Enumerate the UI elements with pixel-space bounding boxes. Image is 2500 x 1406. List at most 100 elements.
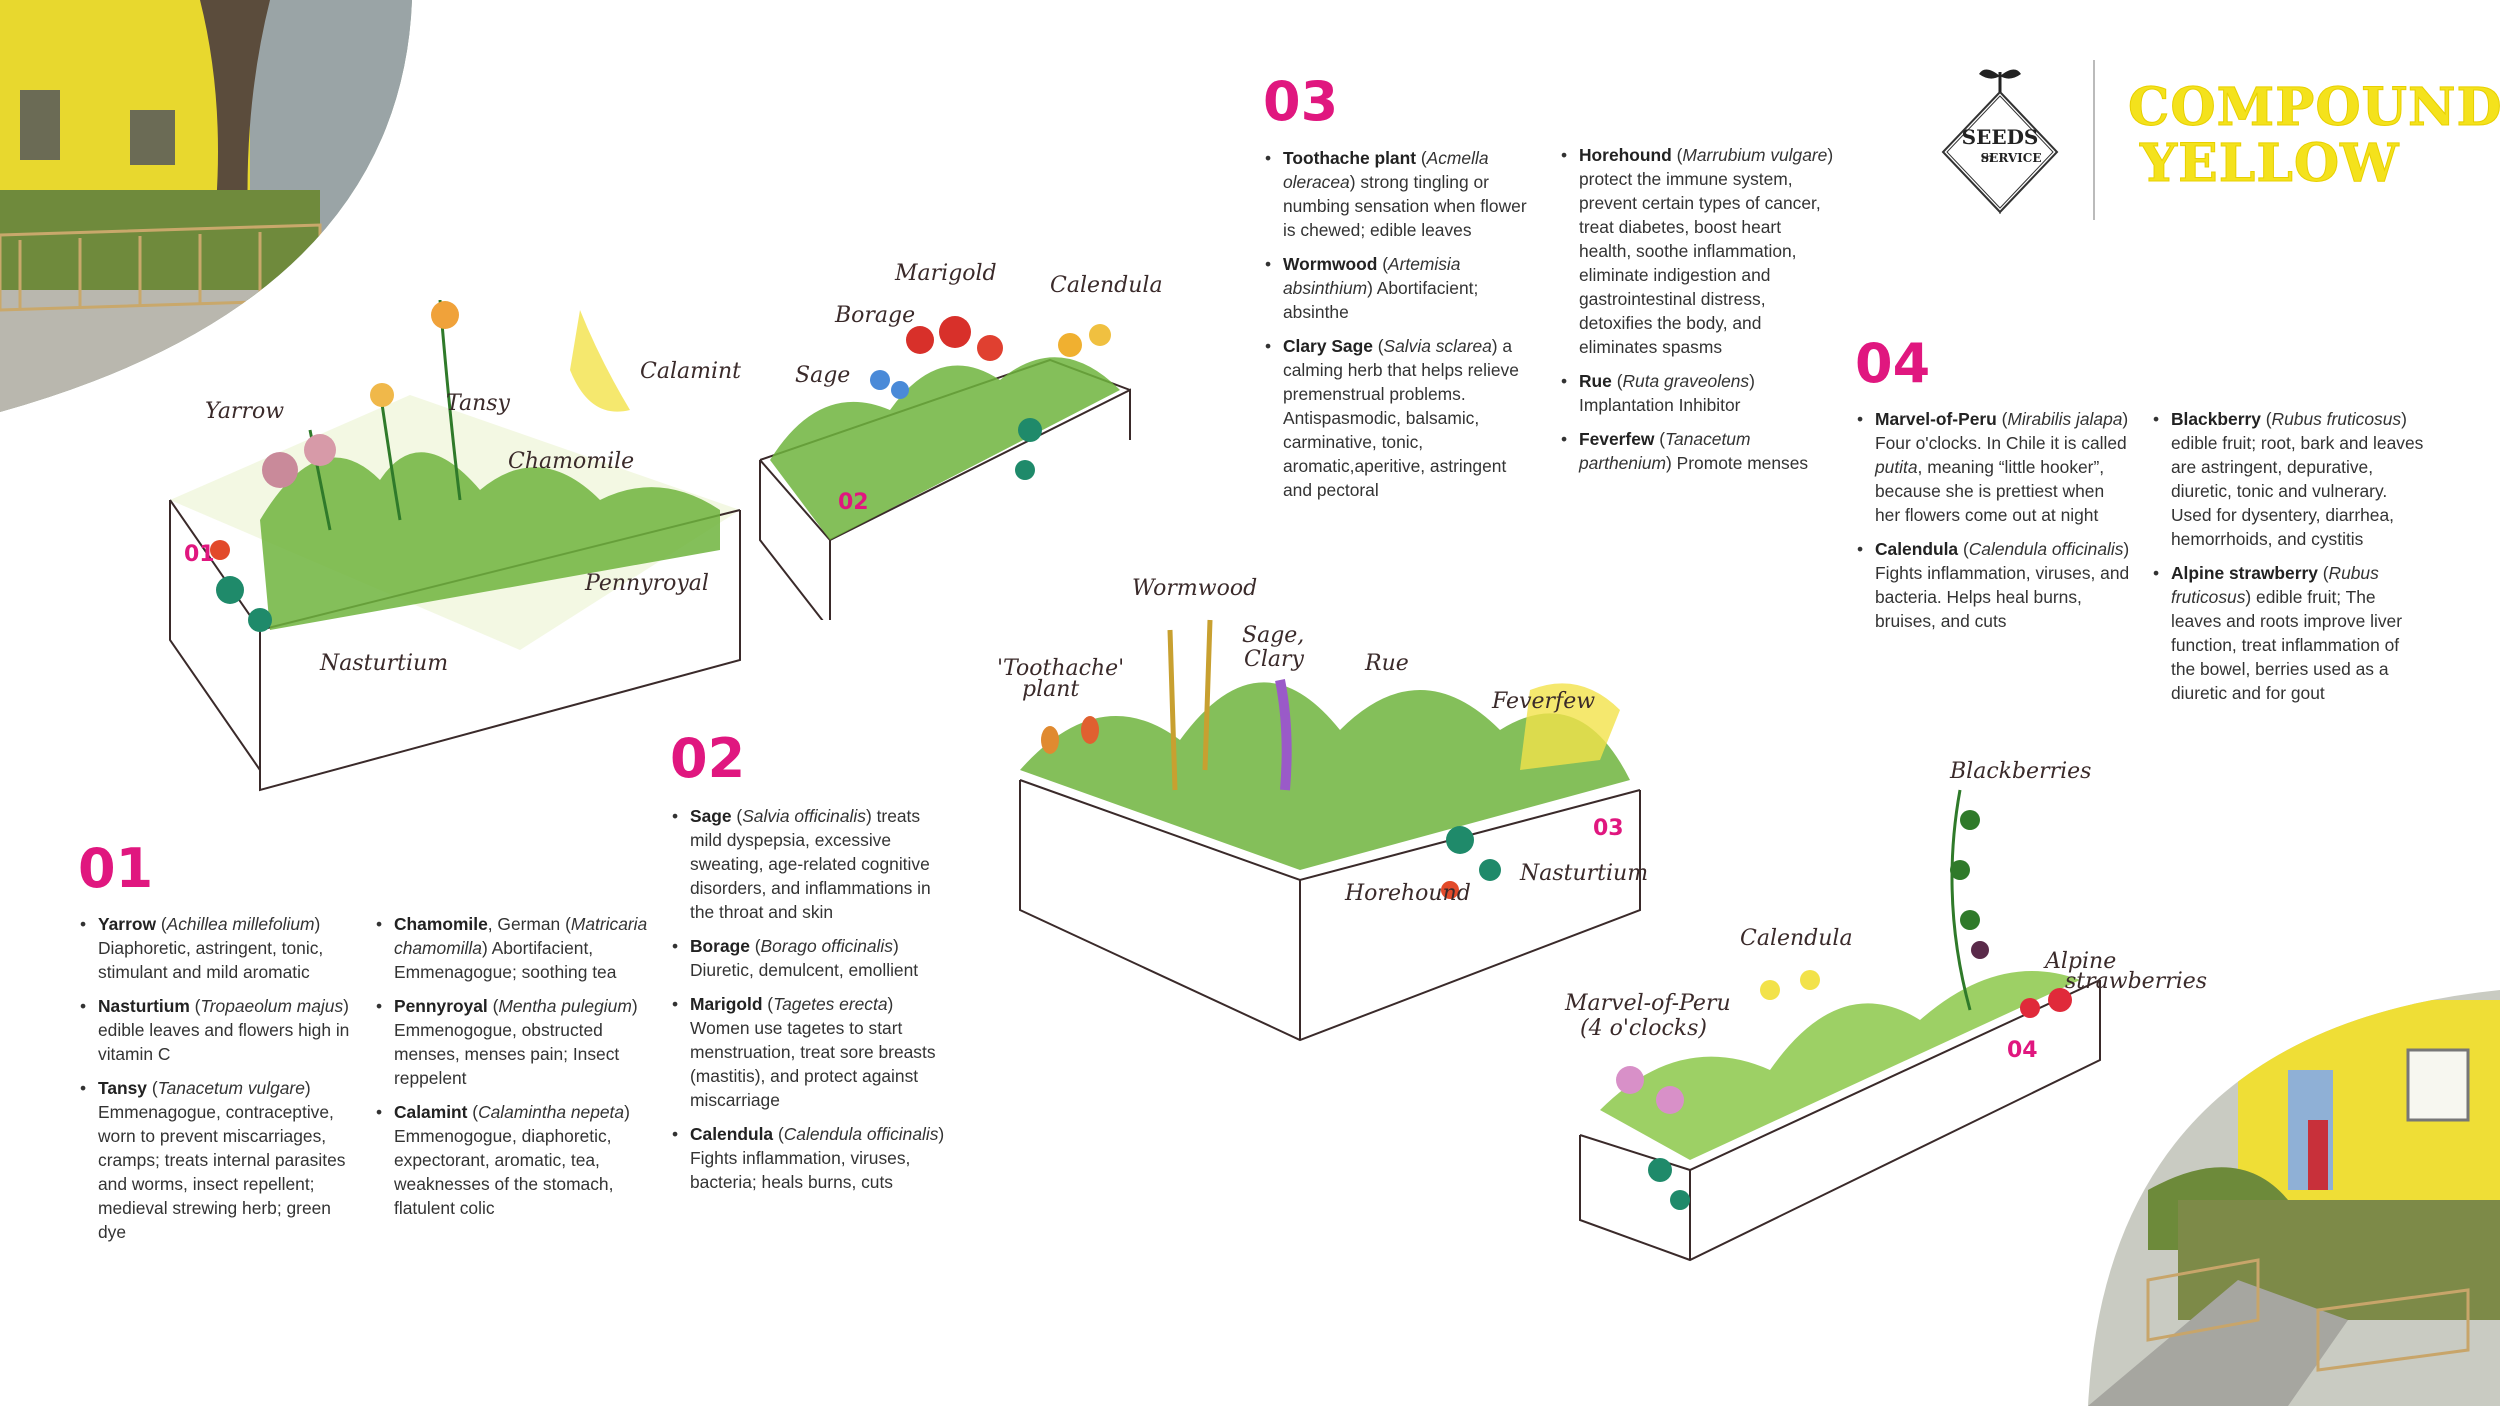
plant-description: edible fruit; The leaves and roots impro… (2171, 587, 2403, 703)
sketch-label-feverfew: Feverfew (1491, 689, 1595, 714)
plant-latin-name: Artemisia absinthium (1283, 254, 1461, 298)
plant-entry: Tansy (Tanacetum vulgare) Emmenagogue, c… (80, 1076, 355, 1244)
plant-entry: Alpine strawberry (Rubus fruticosus) edi… (2153, 561, 2428, 705)
sketch-label-strawberries: strawberries (2065, 969, 2207, 994)
sketch-label-sage-clary-2: Clary (1244, 647, 1305, 672)
plant-punct: ) (1749, 371, 1755, 391)
plant-latin-name: Tanacetum parthenium (1579, 429, 1751, 473)
sketch-label-rue: Rue (1364, 651, 1409, 676)
plant-name: Tansy (98, 1078, 147, 1098)
sketch-label-toothache: 'Toothache' (997, 656, 1124, 681)
plant-latin-name: Rubus fruticosus (2171, 563, 2379, 607)
photo-yellow-house-bottom-image (2088, 990, 2500, 1406)
sketch-label-tansy: Tansy (446, 391, 511, 416)
plant-entry: Clary Sage (Salvia sclarea) a calming he… (1265, 334, 1540, 502)
plant-description: protect the immune system, prevent certa… (1579, 169, 1821, 357)
plant-description: Diaphoretic, astringent, tonic, stimulan… (98, 938, 324, 982)
plant-punct: ) (631, 996, 638, 1016)
plant-description: Implantation Inhibitor (1579, 395, 1741, 415)
plant-list-03-col1: Toothache plant (Acmella oleracea) stron… (1265, 146, 1540, 512)
page-title: COMPOUND YELLOW (2128, 79, 2500, 192)
plant-name: Yarrow (98, 914, 156, 934)
plant-punct: ( (1416, 148, 1427, 168)
plant-latin-name: Tagetes erecta (773, 994, 888, 1014)
plant-name: Calendula (690, 1124, 774, 1144)
plant-punct: ) (2123, 539, 2130, 559)
plant-description: Emmenogogue, obstructed menses, menses p… (394, 1020, 620, 1088)
plant-entry: Calamint (Calamintha nepeta) Emmenogogue… (376, 1100, 651, 1220)
plant-punct: ) (938, 1124, 945, 1144)
section-number-02: 02 (670, 727, 746, 790)
plant-latin-name: Mirabilis jalapa (2007, 409, 2123, 429)
plant-latin-name: Salvia officinalis (742, 806, 866, 826)
plant-description: Four o'clocks. In Chile it is called (1875, 433, 2127, 453)
plant-name: Horehound (1579, 145, 1672, 165)
photo-yellow-house-top (0, 0, 420, 412)
plant-punct: ( (156, 914, 167, 934)
plant-punct: ( (1654, 429, 1666, 449)
plant-punct: ) (1491, 336, 1498, 356)
plant-entry: Blackberry (Rubus fruticosus) edible fru… (2153, 407, 2428, 551)
plant-punct: ) (2401, 409, 2407, 429)
logo-text-seeds: SEEDS (1962, 125, 2039, 149)
logo-diamond-icon: SEEDS in SERVICE (1941, 69, 2059, 214)
plant-punct: ) (1827, 145, 1834, 165)
plant-punct: ) (624, 1102, 630, 1122)
plant-name: Toothache plant (1283, 148, 1417, 168)
plant-latin-name: Calamintha nepeta (478, 1102, 625, 1122)
sketch-label-sage: Sage (795, 363, 850, 388)
plant-latin-name: Ruta graveolens (1622, 371, 1750, 391)
plant-latin-name: Salvia sclarea (1383, 336, 1492, 356)
plant-punct: ) (1367, 278, 1373, 298)
sketch-label-calamint: Calamint (640, 359, 741, 384)
plant-punct: ) (865, 806, 872, 826)
plant-latin-name: Tropaeolum majus (200, 996, 344, 1016)
bed-label-01: 01 (184, 542, 215, 567)
plant-name: Blackberry (2171, 409, 2261, 429)
sketch-bed-02: Sage Borage Marigold Calendula (759, 261, 1163, 620)
plant-name: Pennyroyal (394, 996, 488, 1016)
plant-latin-name: Acmella oleracea (1283, 148, 1489, 192)
sketch-label-alpine: Alpine (2043, 949, 2116, 974)
sketch-label-sage-clary-1: Sage, (1242, 623, 1304, 648)
plant-punct: ( (749, 936, 761, 956)
plant-name: Nasturtium (98, 996, 190, 1016)
sketch-label-toothache-plant: plant (1022, 677, 1079, 702)
plant-entry: Calendula (Calendula officinalis) Fights… (672, 1122, 947, 1194)
photo-yellow-house-bottom (2088, 990, 2500, 1406)
plant-latin-name: Tanacetum vulgare (157, 1078, 305, 1098)
plant-name: Marvel-of-Peru (1875, 409, 1997, 429)
plant-entry: Pennyroyal (Mentha pulegium) Emmenogogue… (376, 994, 651, 1090)
sketch-label-horehound: Horehound (1344, 881, 1471, 906)
plant-entry: Feverfew (Tanacetum parthenium) Promote … (1561, 427, 1836, 475)
logo-divider (2093, 60, 2095, 220)
plant-punct: ) (2245, 587, 2252, 607)
seeds-in-service-logo: SEEDS in SERVICE (1935, 62, 2065, 222)
sketch-label-calendula-bed4: Calendula (1740, 926, 1853, 951)
plant-latin-name: Calendula officinalis (1968, 539, 2124, 559)
plant-description: Diuretic, demulcent, emollient (690, 960, 919, 980)
sketch-label-blackberries: Blackberries (1949, 759, 2091, 784)
plant-punct: ) (304, 1078, 311, 1098)
plant-entry: Calendula (Calendula officinalis) Fights… (1857, 537, 2132, 633)
plant-punct: ( (731, 806, 743, 826)
plant-name: Calamint (394, 1102, 468, 1122)
plant-list-02-col1: Sage (Salvia officinalis) treats mild dy… (672, 804, 947, 1204)
plant-name: Sage (690, 806, 732, 826)
plant-punct: ( (1377, 254, 1388, 274)
sketch-label-nasturtium-bed3: Nasturtium (1519, 861, 1648, 886)
plant-punct: ( (773, 1124, 784, 1144)
plant-name: Marigold (690, 994, 763, 1014)
bed-label-04: 04 (2007, 1038, 2038, 1063)
plant-name: Calendula (1875, 539, 1959, 559)
plant-name: Clary Sage (1283, 336, 1373, 356)
plant-punct: ( (2260, 409, 2272, 429)
sketch-label-wormwood: Wormwood (1132, 576, 1257, 601)
plant-punct: ( (1611, 371, 1623, 391)
plant-name: Feverfew (1579, 429, 1655, 449)
sketch-bed-03: Wormwood 'Toothache' plant Sage, Clary R… (997, 576, 1648, 1042)
sketch-label-pennyroyal: Pennyroyal (584, 571, 709, 596)
plant-entry: Chamomile, German (Matricaria chamomilla… (376, 912, 651, 984)
plant-list-01-col2: Chamomile, German (Matricaria chamomilla… (376, 912, 651, 1230)
plant-punct: ) (1666, 453, 1672, 473)
